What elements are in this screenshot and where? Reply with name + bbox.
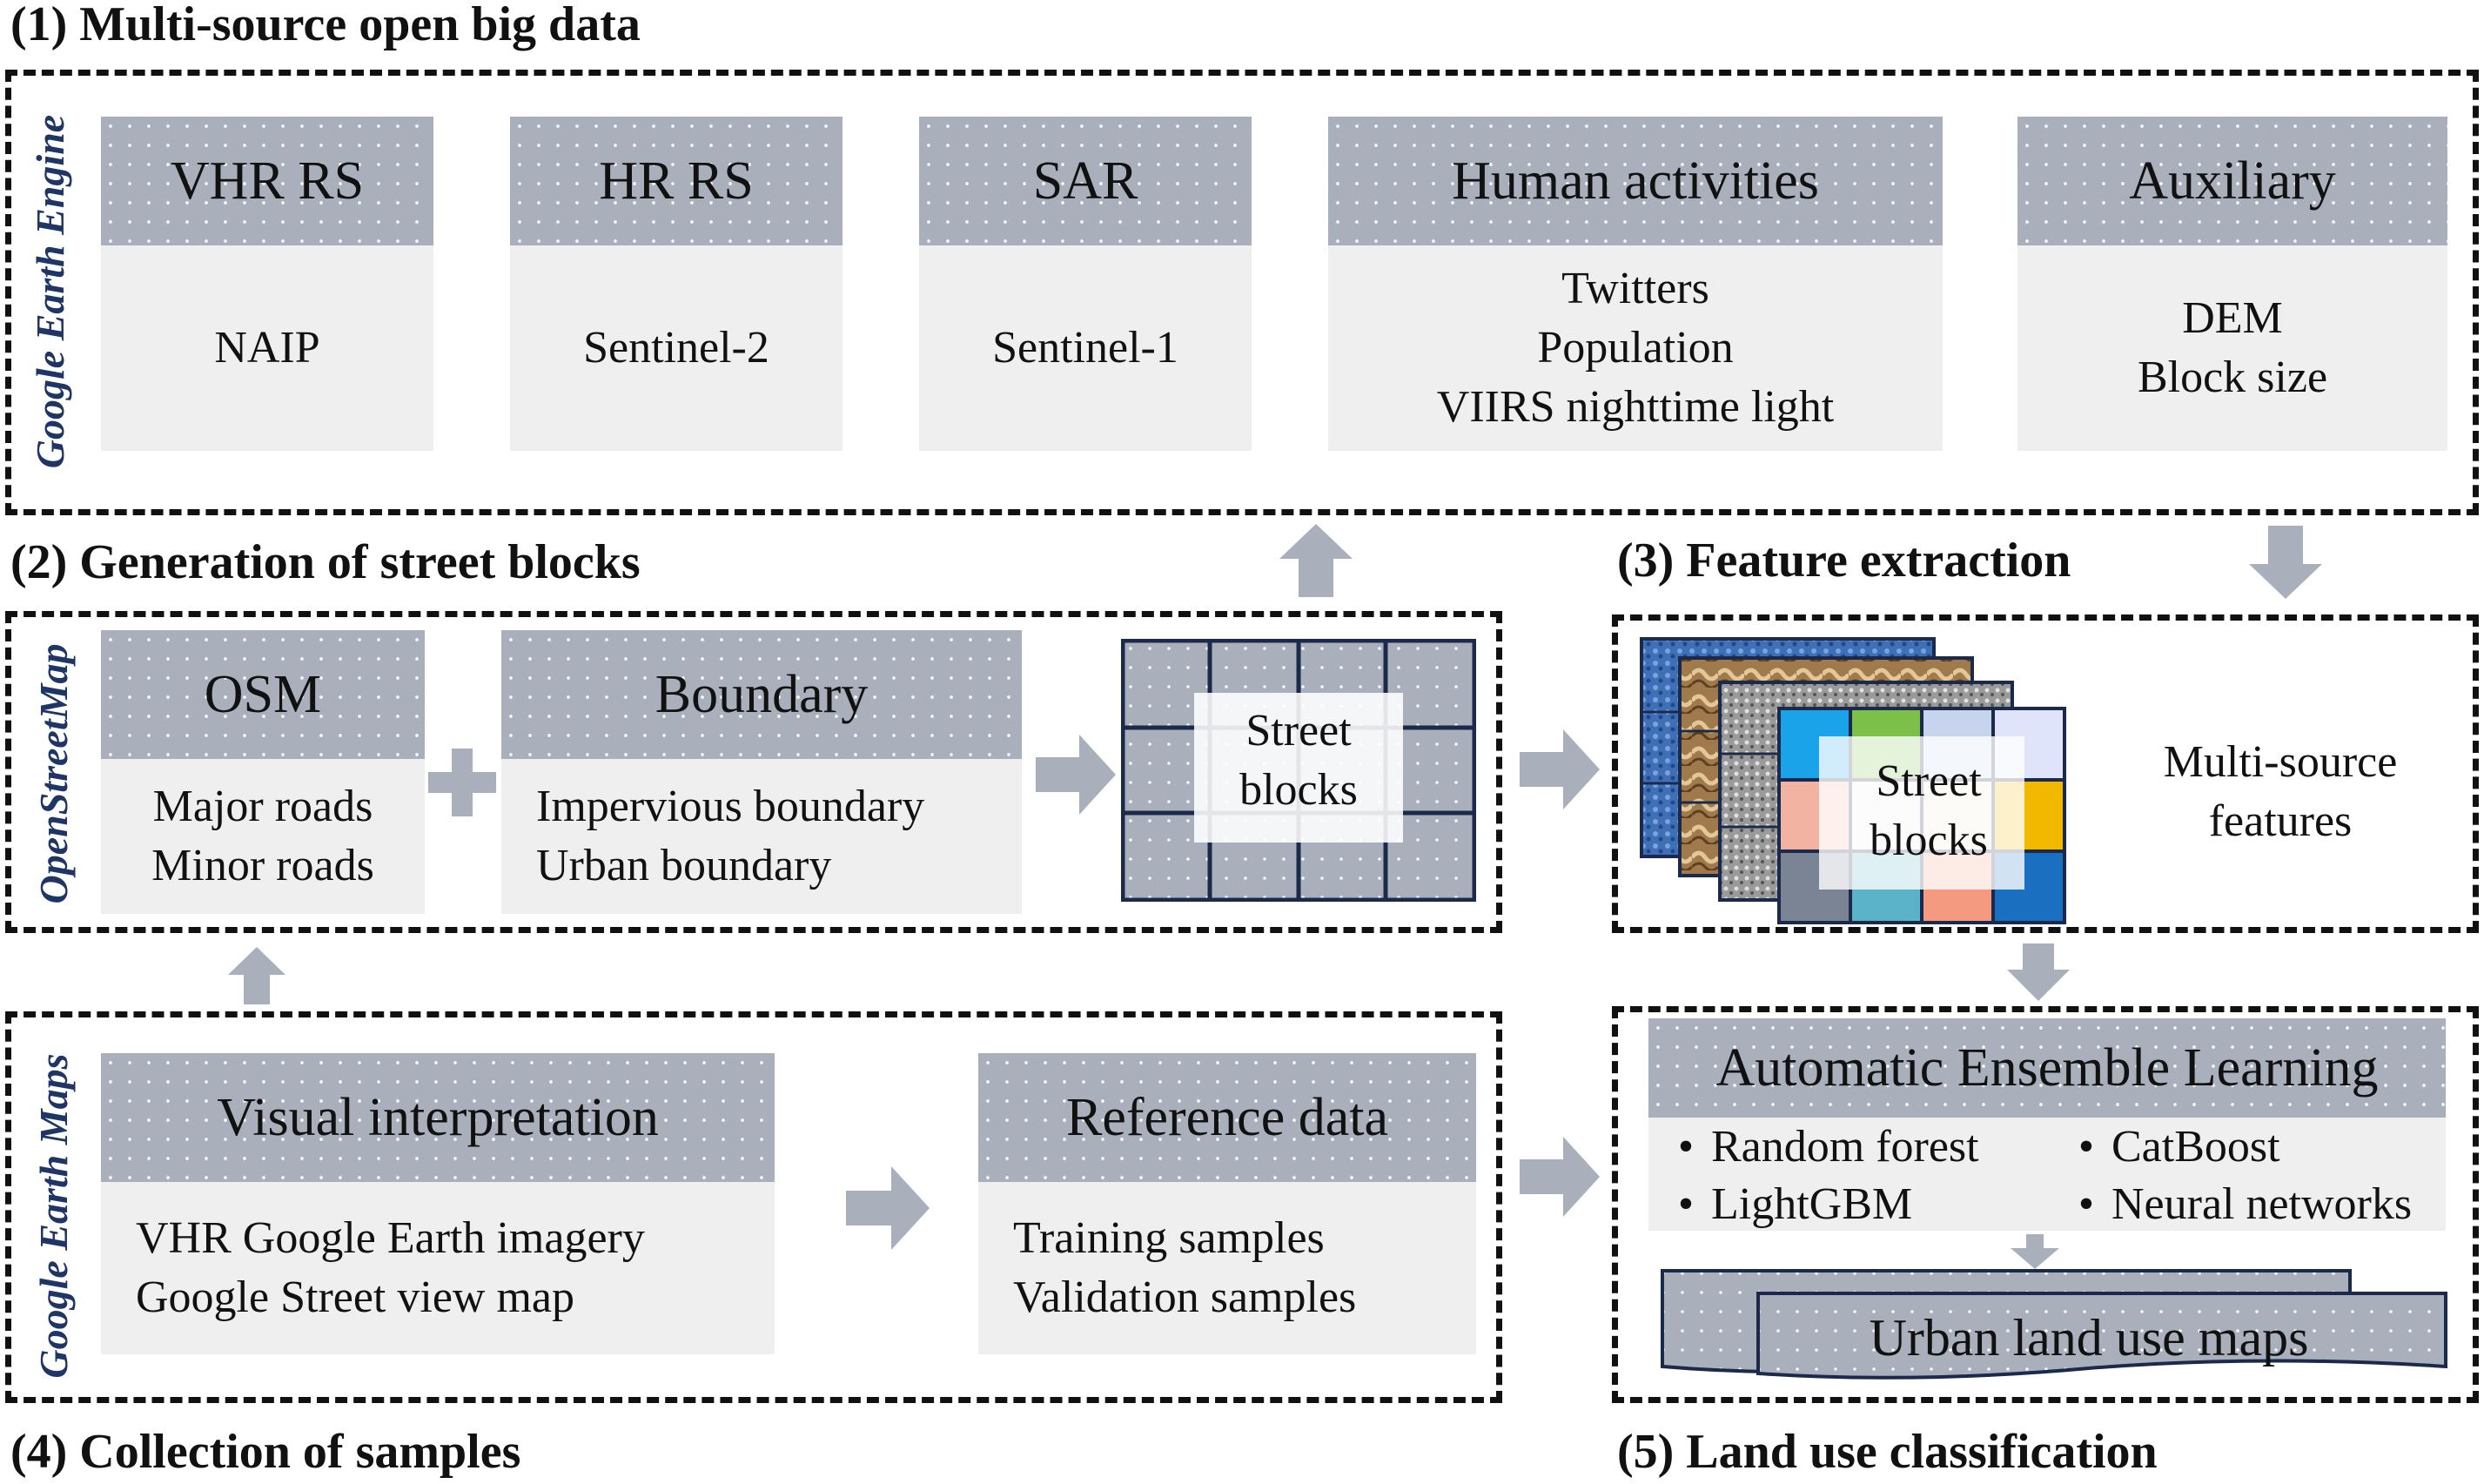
card-visual-interpretation: Visual interpretation VHR Google Earth i… [101,1053,775,1354]
arrow-up [228,947,285,1004]
card-line: Block size [2137,353,2328,402]
arrow-right [1520,729,1600,809]
street-blocks-grid [1121,639,1476,902]
card-head: VHR RS [101,117,433,245]
method-item: CatBoost [2061,1118,2444,1176]
side-label-osm: OpenStreetMap [31,643,76,904]
features-line: features [2208,796,2353,846]
method-item: Random forest [1661,1118,2061,1176]
card-line: Sentinel-1 [992,323,1178,373]
side-label-gem: Google Earth Maps [31,1053,76,1379]
land-use-maps-shape [1661,1269,2447,1380]
card-line: VIIRS nighttime light [1436,382,1835,432]
method-item: LightGBM [1661,1176,2061,1233]
card-line: DEM [2182,293,2283,343]
card-auxiliary: Auxiliary DEM Block size [2017,117,2447,451]
section-title-3: (3) Feature extraction [1617,534,2071,588]
frame-samples [5,1011,1502,1403]
card-line: Sentinel-2 [583,323,769,373]
card-line: VHR Google Earth imagery [136,1213,645,1263]
frame-feature-extraction [1612,614,2479,933]
card-line: Google Street view map [136,1272,574,1322]
card-head: Human activities [1328,117,1943,245]
card-head: HR RS [510,117,843,245]
arrow-right [1036,735,1116,815]
card-line: Population [1537,323,1734,373]
card-body: Sentinel-1 [919,245,1252,451]
card-line: Validation samples [1013,1272,1357,1322]
card-line: Major roads [152,782,373,831]
street-blocks-line: blocks [1239,765,1358,815]
section-title-4: (4) Collection of samples [10,1425,521,1479]
street-blocks-line: Street [1245,706,1352,755]
frame-data-sources [5,70,2479,515]
arrow-up [1279,524,1353,597]
method-list: Random forest CatBoost LightGBM Neural n… [1661,1118,2444,1233]
card-body: Major roads Minor roads [101,759,425,914]
arrow-right [846,1166,930,1250]
card-head: Boundary [501,630,1022,759]
card-body: Twitters Population VIIRS nighttime ligh… [1328,245,1943,451]
section-title-5: (5) Land use classification [1617,1425,2158,1479]
card-body: NAIP [101,245,433,451]
side-label-gee: Google Earth Engine [28,114,72,469]
arrow-right [1520,1137,1600,1217]
plus-icon [428,749,496,816]
card-sar: SAR Sentinel-1 [919,117,1252,451]
card-line: Urban boundary [536,841,832,890]
feature-stack [1640,637,2066,924]
card-body: Sentinel-2 [510,245,843,451]
card-vhr-rs: VHR RS NAIP [101,117,433,451]
card-line: NAIP [214,323,320,373]
street-blocks-label: Street blocks [1194,702,1403,820]
arrow-down-small [2011,1234,2059,1269]
method-item: Neural networks [2061,1176,2444,1233]
card-head: Automatic Ensemble Learning [1648,1018,2446,1118]
card-line: Impervious boundary [536,782,925,831]
arrow-down [2007,943,2070,1001]
features-line: Multi-source [2163,737,2398,787]
card-body: Training samples Validation samples [978,1182,1476,1354]
section-title-1: (1) Multi-source open big data [10,0,641,51]
card-reference-data: Reference data Training samples Validati… [978,1053,1476,1354]
card-head: Reference data [978,1053,1476,1182]
card-body: Impervious boundary Urban boundary [501,759,1022,914]
feature-blocks-line: blocks [1870,816,1988,865]
multi-source-features-label: Multi-source features [2098,733,2463,851]
card-head: SAR [919,117,1252,245]
card-head: Auxiliary [2017,117,2447,245]
frame-classification [1612,1006,2479,1403]
feature-blocks-label: Street blocks [1824,752,2033,870]
card-human-activities: Human activities Twitters Population VII… [1328,117,1943,451]
feature-blocks-line: Street [1876,756,1982,806]
card-hr-rs: HR RS Sentinel-2 [510,117,843,451]
card-head: Visual interpretation [101,1053,775,1182]
card-body: DEM Block size [2017,245,2447,451]
arrow-down [2249,526,2322,599]
card-body: VHR Google Earth imagery Google Street v… [101,1182,775,1354]
section-title-2: (2) Generation of street blocks [10,535,641,589]
card-line: Twitters [1561,264,1709,313]
frame-street-blocks [5,611,1502,933]
card-boundary: Boundary Impervious boundary Urban bound… [501,630,1022,914]
land-use-maps-label: Urban land use maps [1869,1309,2309,1366]
card-head: OSM [101,630,425,759]
card-osm: OSM Major roads Minor roads [101,630,425,914]
card-line: Training samples [1013,1213,1325,1263]
card-line: Minor roads [151,841,374,890]
